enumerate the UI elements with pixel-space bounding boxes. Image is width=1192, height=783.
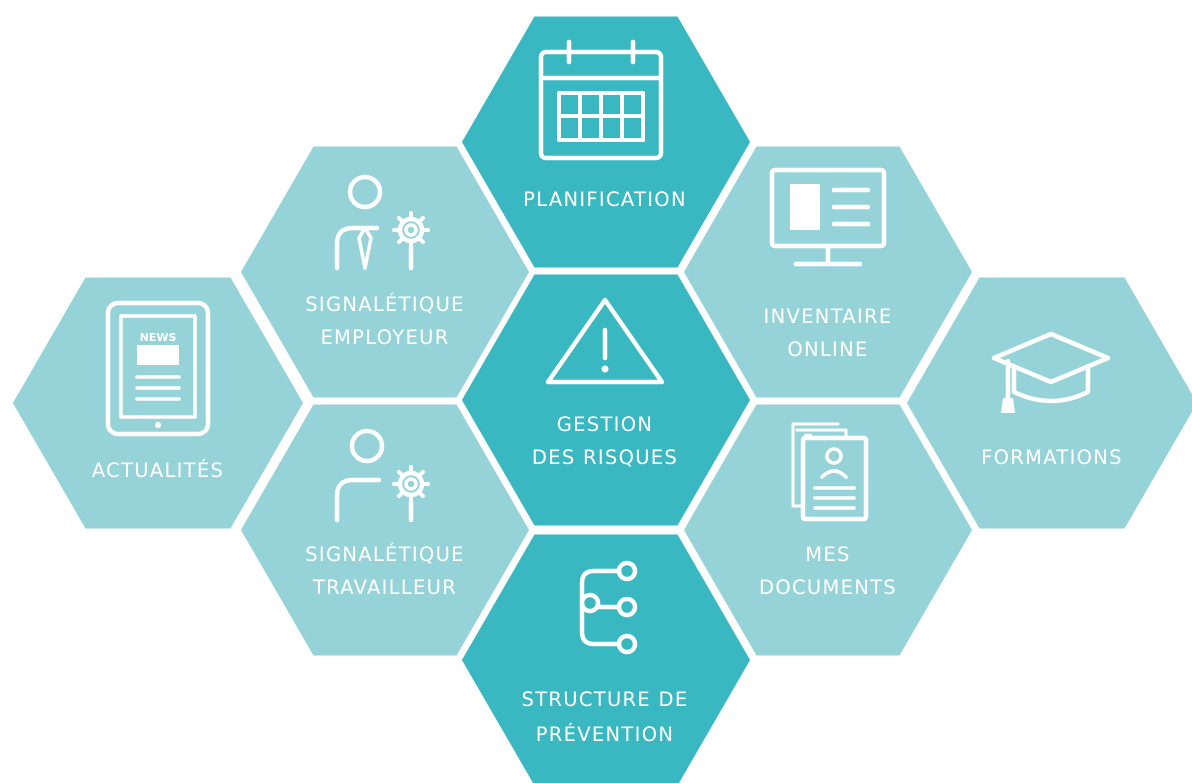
monitor-icon: [769, 167, 887, 267]
calendar-icon: [538, 39, 664, 161]
tile-actualites[interactable]: NEWS ACTUALITÉS: [7, 272, 309, 534]
graduation-cap-icon: [991, 331, 1111, 413]
documents-icon: [791, 422, 869, 522]
worker-gear-icon: [334, 428, 428, 523]
tile-label: PLANIFICATION: [523, 188, 687, 211]
news-badge: NEWS: [140, 331, 177, 344]
tile-label: FORMATIONS: [981, 446, 1123, 469]
employer-gear-icon: [334, 174, 428, 271]
tree-structure-icon: [579, 560, 638, 655]
tile-formations[interactable]: FORMATIONS: [901, 272, 1192, 534]
tablet-news-icon: NEWS: [105, 300, 211, 437]
tile-label: ACTUALITÉS: [92, 459, 224, 482]
warning-icon: [545, 297, 665, 385]
